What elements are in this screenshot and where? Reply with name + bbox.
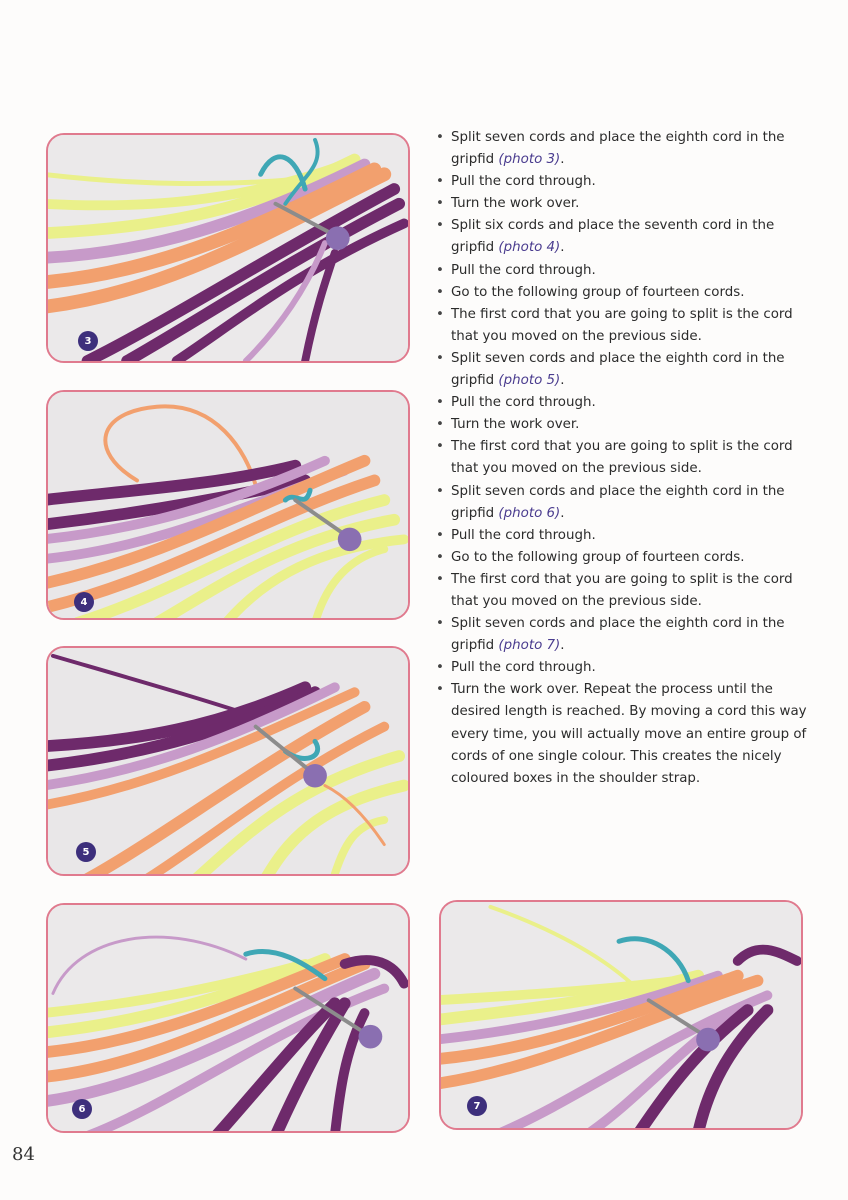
- step-list: Split seven cords and place the eighth c…: [434, 127, 814, 790]
- step-item: Pull the cord through.: [434, 525, 814, 547]
- step-text: Turn the work over. Repeat the process u…: [451, 682, 807, 786]
- photo-4-number-badge: 4: [74, 592, 94, 612]
- step-text: Pull the cord through.: [451, 527, 596, 543]
- photo-reference: (photo 5): [498, 373, 561, 389]
- step-item: Split seven cords and place the eighth c…: [434, 481, 814, 525]
- step-punctuation: .: [560, 505, 565, 521]
- step-punctuation: .: [560, 373, 565, 389]
- photo-7: 7: [439, 900, 803, 1130]
- step-item: Split six cords and place the seventh co…: [434, 215, 814, 259]
- step-item: Turn the work over.: [434, 414, 814, 436]
- photo-4: 4: [46, 390, 410, 620]
- step-item: Split seven cords and place the eighth c…: [434, 348, 814, 392]
- photo-3-number-badge: 3: [78, 331, 98, 351]
- step-text: The first cord that you are going to spl…: [451, 306, 793, 344]
- step-item: Pull the cord through.: [434, 392, 814, 414]
- step-text: The first cord that you are going to spl…: [451, 439, 793, 477]
- photo-5-number-badge: 5: [76, 842, 96, 862]
- photo-7-image: [441, 902, 801, 1128]
- step-text: Pull the cord through.: [451, 395, 596, 411]
- step-item: Turn the work over. Repeat the process u…: [434, 679, 814, 789]
- step-punctuation: .: [560, 240, 565, 256]
- step-item: Pull the cord through.: [434, 657, 814, 679]
- photo-5-image: [48, 648, 408, 874]
- step-text: Go to the following group of fourteen co…: [451, 549, 745, 565]
- step-text: Split seven cords and place the eighth c…: [451, 616, 785, 654]
- page-number: 84: [12, 1144, 35, 1165]
- step-item: The first cord that you are going to spl…: [434, 436, 814, 480]
- step-text: Turn the work over.: [451, 417, 580, 433]
- photo-6-image: [48, 905, 408, 1131]
- step-text: Pull the cord through.: [451, 174, 596, 190]
- step-text: The first cord that you are going to spl…: [451, 571, 793, 609]
- photo-5: 5: [46, 646, 410, 876]
- step-text: Split seven cords and place the eighth c…: [451, 350, 785, 389]
- photo-reference: (photo 7): [498, 638, 561, 654]
- photo-7-number-badge: 7: [467, 1096, 487, 1116]
- photo-reference: (photo 4): [498, 240, 561, 256]
- photo-reference: (photo 6): [498, 505, 561, 521]
- photo-3-image: [48, 135, 408, 361]
- step-item: Pull the cord through.: [434, 260, 814, 282]
- step-item: Split seven cords and place the eighth c…: [434, 613, 814, 657]
- photo-reference: (photo 3): [498, 152, 561, 168]
- step-text: Split seven cords and place the eighth c…: [451, 483, 785, 521]
- step-text: Split seven cords and place the eighth c…: [451, 130, 785, 168]
- step-text: Pull the cord through.: [451, 660, 596, 676]
- step-item: Split seven cords and place the eighth c…: [434, 127, 814, 171]
- photo-6-number-badge: 6: [72, 1099, 92, 1119]
- step-item: Turn the work over.: [434, 193, 814, 215]
- step-text: Split six cords and place the seventh co…: [451, 218, 775, 256]
- photo-4-image: [48, 392, 408, 618]
- step-text: Go to the following group of fourteen co…: [451, 284, 745, 300]
- step-item: Go to the following group of fourteen co…: [434, 282, 814, 304]
- step-punctuation: .: [560, 638, 565, 654]
- step-item: The first cord that you are going to spl…: [434, 304, 814, 348]
- step-item: Pull the cord through.: [434, 171, 814, 193]
- step-text: Pull the cord through.: [451, 262, 596, 278]
- step-punctuation: .: [560, 152, 565, 168]
- step-item: Go to the following group of fourteen co…: [434, 547, 814, 569]
- photo-3: 3: [46, 133, 410, 363]
- step-text: Turn the work over.: [451, 196, 580, 212]
- photo-6: 6: [46, 903, 410, 1133]
- step-item: The first cord that you are going to spl…: [434, 569, 814, 613]
